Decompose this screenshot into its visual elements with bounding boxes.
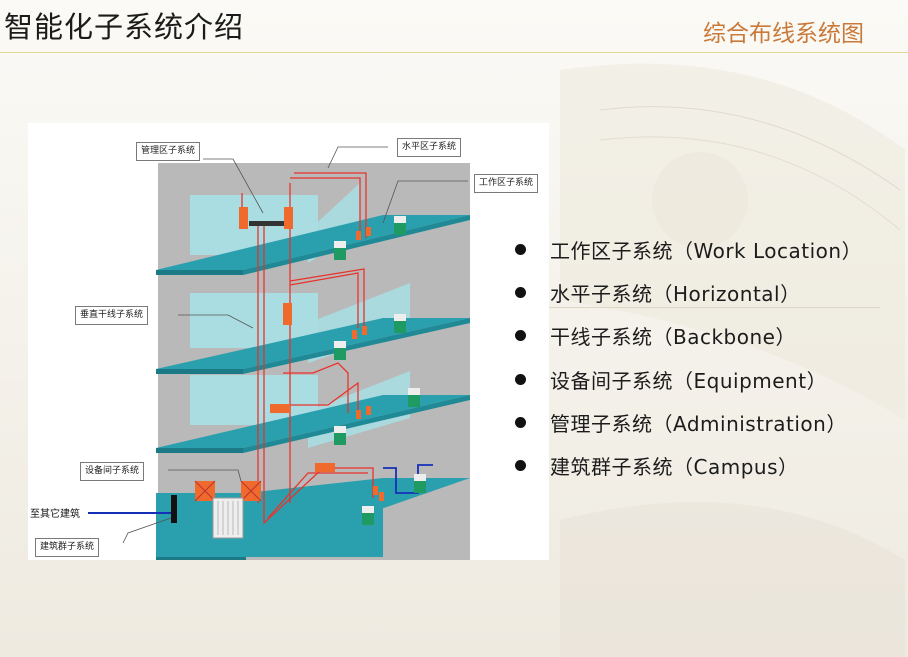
list-item-text: 水平子系统（Horizontal） — [550, 282, 801, 307]
bullet-icon — [515, 460, 526, 472]
list-item: 设备间子系统（Equipment） — [515, 358, 905, 401]
callout-campus: 建筑群子系统 — [35, 538, 100, 557]
list-item-text: 干线子系统（Backbone） — [550, 325, 796, 350]
equipment-cabinets — [171, 480, 262, 539]
work-area-outlets — [334, 216, 426, 525]
decorative-divider — [520, 307, 880, 308]
list-item: 水平子系统（Horizontal） — [515, 271, 905, 314]
bullet-icon — [515, 373, 526, 385]
list-item: 工作区子系统（Work Location） — [515, 228, 905, 271]
callout-management: 管理区子系统 — [136, 142, 201, 161]
bullet-icon — [515, 416, 526, 428]
list-item-text: 建筑群子系统（Campus） — [550, 455, 799, 480]
floor3-slab — [156, 318, 470, 369]
list-item: 建筑群子系统（Campus） — [515, 444, 905, 487]
bullet-icon — [515, 330, 526, 342]
callout-work-area: 工作区子系统 — [474, 174, 539, 193]
callout-horizontal: 水平区子系统 — [397, 138, 462, 157]
building-illustration — [88, 146, 470, 560]
list-item: 干线子系统（Backbone） — [515, 314, 905, 357]
floor2-slab — [156, 395, 470, 448]
callout-equipment: 设备间子系统 — [80, 462, 145, 481]
list-item-text: 设备间子系统（Equipment） — [550, 368, 828, 393]
cabling-diagram: 管理区子系统 水平区子系统 工作区子系统 垂直干线子系统 设备间子系统 建筑群子… — [28, 123, 549, 560]
callout-leaders — [122, 146, 468, 544]
bullet-icon — [515, 287, 526, 299]
subsystem-list: 工作区子系统（Work Location） 水平子系统（Horizontal） … — [515, 228, 905, 487]
slide-header: 智能化子系统介绍 综合布线系统图 — [0, 0, 908, 52]
floor4-slab — [156, 215, 470, 270]
list-item-text: 工作区子系统（Work Location） — [550, 239, 863, 264]
slide-subtitle: 综合布线系统图 — [703, 21, 864, 47]
header-divider — [0, 52, 908, 53]
slide-title: 智能化子系统介绍 — [4, 10, 245, 44]
list-item: 管理子系统（Administration） — [515, 401, 905, 444]
rack-bar — [249, 221, 284, 226]
cable-runs — [241, 172, 374, 525]
list-item-text: 管理子系统（Administration） — [550, 411, 847, 436]
external-building-label: 至其它建筑 — [30, 509, 80, 520]
callout-backbone: 垂直干线子系统 — [75, 306, 149, 325]
bullet-icon — [515, 244, 526, 256]
patch-panels — [239, 207, 384, 501]
